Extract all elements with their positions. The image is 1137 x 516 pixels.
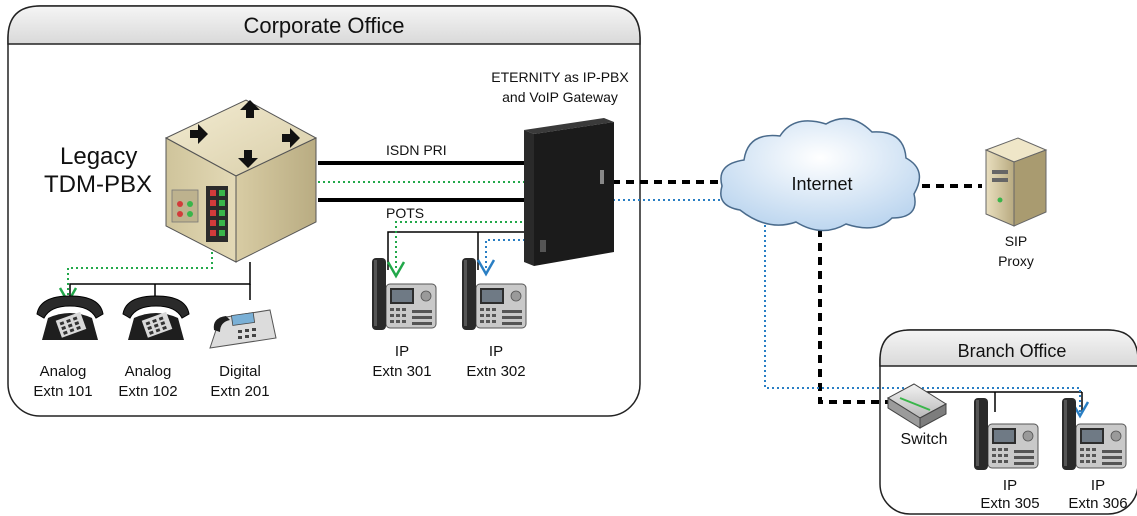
analog-102-label-line1: Analog (125, 363, 172, 380)
switch-icon (887, 383, 947, 429)
cloud-icon (720, 117, 921, 232)
switch-label: Switch (900, 431, 947, 448)
pots-label: POTS (386, 205, 424, 221)
analog-101-label-line2: Extn 101 (33, 383, 92, 400)
analog-101-label-line1: Analog (40, 363, 87, 380)
ip-305-label-line2: Extn 305 (980, 495, 1039, 512)
branch-office-title: Branch Office (958, 341, 1067, 361)
legacy-pbx-label-line2: TDM-PBX (44, 171, 152, 198)
server-icon (984, 137, 1048, 227)
sip-proxy-label-line1: SIP (1005, 233, 1028, 249)
dashed-links (612, 180, 982, 404)
ip-302-label-line2: Extn 302 (466, 363, 525, 380)
eternity-box-icon (524, 118, 614, 266)
legacy-pbx-label-line1: Legacy (60, 143, 137, 170)
eternity-label-line2: and VoIP Gateway (502, 89, 618, 105)
ip-302-label-line1: IP (489, 343, 503, 360)
ip-301-label-line1: IP (395, 343, 409, 360)
internet-label: Internet (791, 174, 852, 194)
corporate-office-title: Corporate Office (243, 13, 404, 38)
ip-306-label-line2: Extn 306 (1068, 495, 1127, 512)
analog-102-label-line2: Extn 102 (118, 383, 177, 400)
eternity-label-line1: ETERNITY as IP-PBX (491, 69, 629, 85)
sip-proxy-label-line2: Proxy (998, 253, 1034, 269)
isdn-pri-label: ISDN PRI (386, 142, 447, 158)
ip-306-label-line1: IP (1091, 477, 1105, 494)
pbx-cube-icon (164, 99, 318, 263)
digital-201-label-line1: Digital (219, 363, 261, 380)
ip-305-label-line1: IP (1003, 477, 1017, 494)
solid-links (69, 161, 1083, 412)
digital-201-label-line2: Extn 201 (210, 383, 269, 400)
ip-301-label-line2: Extn 301 (372, 363, 431, 380)
digital-phone-icon (209, 309, 277, 349)
